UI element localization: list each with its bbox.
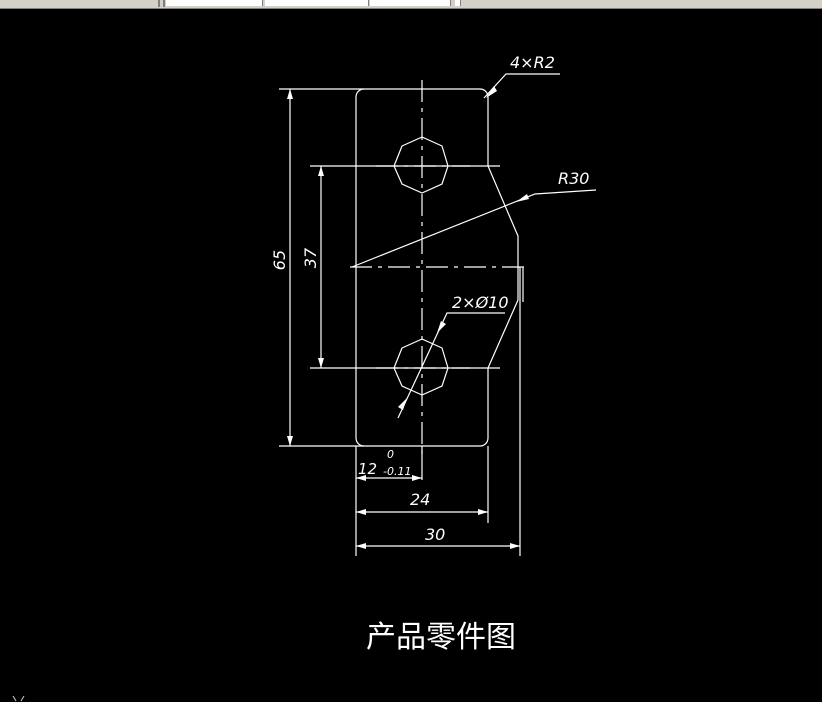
tolerance-upper-label: 0 <box>387 448 394 461</box>
drawing-title: 产品零件图 <box>366 620 516 655</box>
center-lines <box>350 80 525 455</box>
hole-spec-label: 2×Ø10 <box>452 293 509 312</box>
dimension-texts: 4×R2 R30 2×Ø10 65 37 12 0 -0.11 24 30 <box>270 53 589 544</box>
corner-radius-label: 4×R2 <box>510 53 555 72</box>
hole-offset-label: 12 <box>358 460 377 478</box>
ucs-icon <box>12 696 25 702</box>
hole-bottom <box>393 338 449 396</box>
arrowheads <box>287 86 529 549</box>
overall-width-label: 30 <box>425 525 445 544</box>
height-dimension-label: 65 <box>270 250 289 270</box>
hole-spacing-label: 37 <box>301 247 320 268</box>
drawing-canvas[interactable] <box>0 9 822 702</box>
toolbar-strip <box>0 0 822 9</box>
toolbar-field-1[interactable] <box>166 0 263 6</box>
dimension-lines <box>289 89 520 547</box>
toolbar-field-3[interactable] <box>370 0 451 6</box>
arc-radius-label: R30 <box>558 169 589 188</box>
extension-lines <box>279 88 524 556</box>
tolerance-lower-label: -0.11 <box>383 465 411 478</box>
leader-lines <box>351 73 597 419</box>
hole-top <box>393 136 449 194</box>
toolbar-field-4[interactable] <box>455 0 461 6</box>
toolbar-field-2[interactable] <box>265 0 369 6</box>
toolbar-separator <box>158 0 160 7</box>
toolbar-separator <box>163 0 165 7</box>
inner-width-label: 24 <box>410 490 430 509</box>
